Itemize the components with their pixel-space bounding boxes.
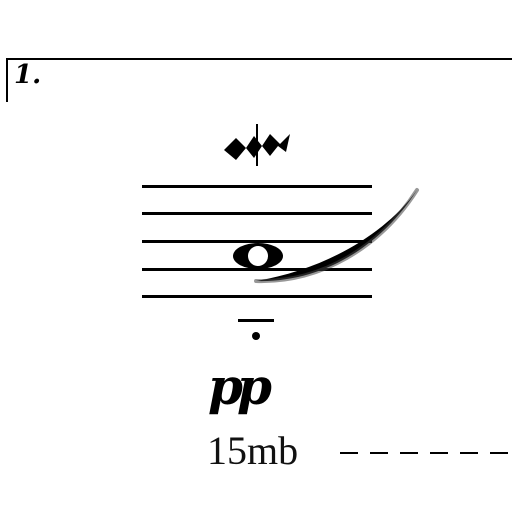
measure-bracket-top	[6, 58, 512, 60]
whole-note-icon	[233, 243, 283, 269]
staff-line	[142, 240, 372, 243]
tie-curve-icon	[254, 188, 419, 284]
octave-dashed-line	[340, 452, 512, 454]
ledger-line-with-dot	[238, 319, 274, 340]
staff-line	[142, 268, 372, 271]
measure-number: 1.	[14, 60, 42, 90]
staff	[142, 185, 372, 298]
staff-line	[142, 212, 372, 215]
octave-marking-label: 15mb	[207, 428, 299, 473]
measure-bracket-left	[6, 58, 8, 102]
trill-mordent-icon	[224, 124, 290, 166]
staff-line	[142, 295, 372, 298]
dynamic-marking: pp	[208, 357, 272, 416]
staff-line	[142, 185, 372, 188]
